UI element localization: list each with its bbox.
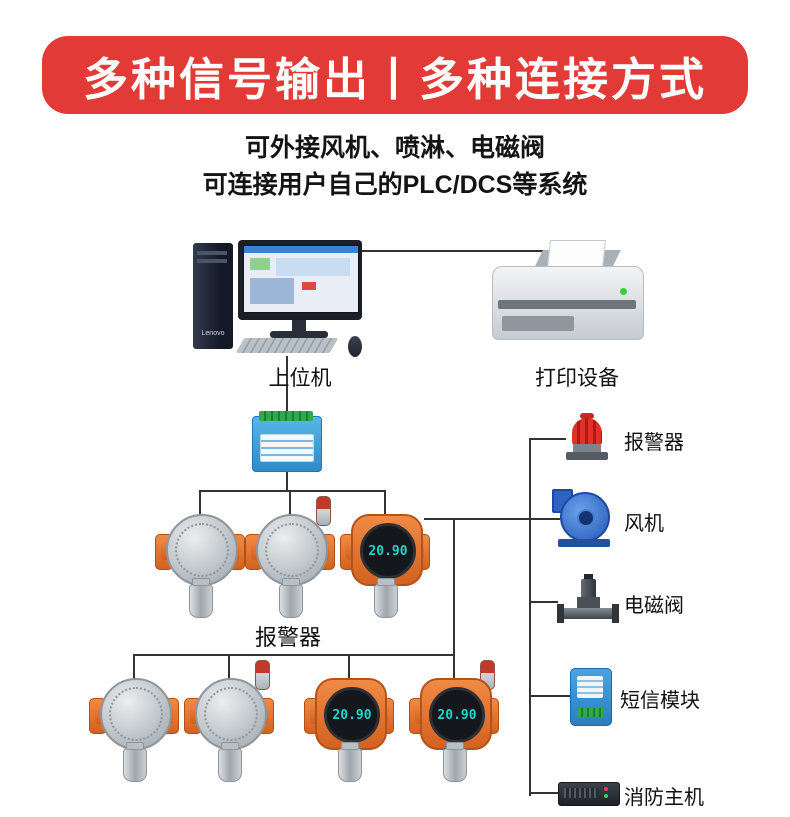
pc-monitor-stand: [292, 320, 306, 332]
connector-line: [228, 654, 230, 681]
title-banner: 多种信号输出丨多种连接方式: [42, 36, 748, 114]
beacon-dome: [572, 418, 602, 445]
pc-screen-scada-graphic: [243, 245, 359, 313]
beacon-cap: [580, 413, 594, 419]
fire-host-label: 消防主机: [624, 787, 704, 809]
valve-flange: [612, 604, 619, 623]
detector-housing: [195, 678, 267, 750]
printer-slot: [498, 300, 636, 309]
detector-display: 20.90: [429, 687, 485, 743]
valve-pipe: [560, 608, 616, 619]
pc-tower-slot: [197, 259, 227, 263]
connector-line: [289, 490, 291, 517]
host-computer-label: 上位机: [268, 367, 332, 390]
detector-housing: [166, 514, 238, 586]
connector-line: [529, 518, 560, 520]
gas-detector-with-display: 20.90: [340, 508, 430, 626]
sms-module-label-plate: [577, 676, 603, 698]
banner-title: 多种信号输出丨多种连接方式: [82, 53, 707, 105]
sms-module-terminal: [577, 708, 603, 717]
valve-cap: [584, 574, 593, 579]
fan-hub: [577, 509, 595, 527]
pc-brand-text: Lenovo: [201, 330, 225, 337]
sms-module-label: 短信模块: [620, 690, 700, 712]
detector-reading: 20.90: [437, 707, 477, 723]
connector-line: [529, 695, 570, 697]
valve-body: [577, 597, 600, 610]
sensor-head: [218, 742, 242, 782]
sensor-head: [123, 742, 147, 782]
fire-host-led: [604, 794, 608, 798]
connector-line: [199, 490, 201, 517]
printer-output-tray: [502, 316, 574, 331]
connector-line: [348, 654, 350, 681]
connector-line: [384, 490, 386, 517]
connector-line: [529, 601, 558, 603]
sensor-head: [189, 578, 213, 618]
antenna: [316, 496, 331, 526]
connector-line: [362, 250, 548, 252]
gas-detector: [184, 660, 274, 790]
gas-detector: [245, 496, 335, 626]
fire-host-led: [604, 787, 608, 791]
printer-power-light: [620, 288, 627, 295]
subtitle-line-2: 可连接用户自己的PLC/DCS等系统: [202, 171, 588, 199]
pc-monitor-base: [270, 331, 328, 338]
connector-line: [529, 438, 531, 796]
connector-line: [529, 438, 566, 440]
connector-line: [286, 468, 288, 492]
gas-detector: [89, 672, 179, 790]
connector-line: [453, 518, 455, 656]
fan-label: 风机: [624, 513, 664, 535]
printer-label: 打印设备: [535, 367, 619, 390]
alarm-beacon-label: 报警器: [624, 432, 684, 454]
converter-terminal-strip: [259, 411, 313, 421]
solenoid-valve-label: 电磁阀: [624, 595, 684, 617]
fan-base: [558, 539, 610, 547]
detector-reading: 20.90: [332, 707, 372, 723]
antenna: [255, 660, 270, 690]
valve-flange: [557, 604, 564, 623]
sensor-head: [279, 578, 303, 618]
detector-group-label: 报警器: [254, 625, 321, 650]
gas-detector-with-display: 20.90: [409, 660, 499, 790]
sensor-head: [338, 742, 362, 782]
detector-display: 20.90: [360, 523, 416, 579]
pc-tower-slot: [197, 251, 227, 255]
connector-line: [199, 490, 386, 492]
gas-detector: [155, 508, 245, 626]
valve-coil: [581, 579, 596, 599]
pc-mouse: [348, 336, 362, 357]
sensor-head: [374, 578, 398, 618]
gas-detector-with-display: 20.90: [304, 672, 394, 790]
connector-line: [529, 792, 558, 794]
detector-display: 20.90: [324, 687, 380, 743]
connector-line: [134, 654, 455, 656]
fire-host-grill: [564, 788, 598, 798]
beacon-collar: [573, 444, 601, 453]
sensor-head: [443, 742, 467, 782]
connector-line: [453, 654, 455, 681]
detector-housing: [256, 514, 328, 586]
converter-label-plate: [260, 434, 314, 462]
connector-line: [286, 356, 288, 416]
subtitle-line-1: 可外接风机、喷淋、电磁阀: [244, 134, 545, 162]
connector-line: [424, 518, 530, 520]
connector-line: [133, 654, 135, 681]
detector-reading: 20.90: [368, 543, 408, 559]
beacon-base: [566, 452, 608, 460]
pc-keyboard: [235, 338, 339, 353]
detector-housing: [100, 678, 172, 750]
